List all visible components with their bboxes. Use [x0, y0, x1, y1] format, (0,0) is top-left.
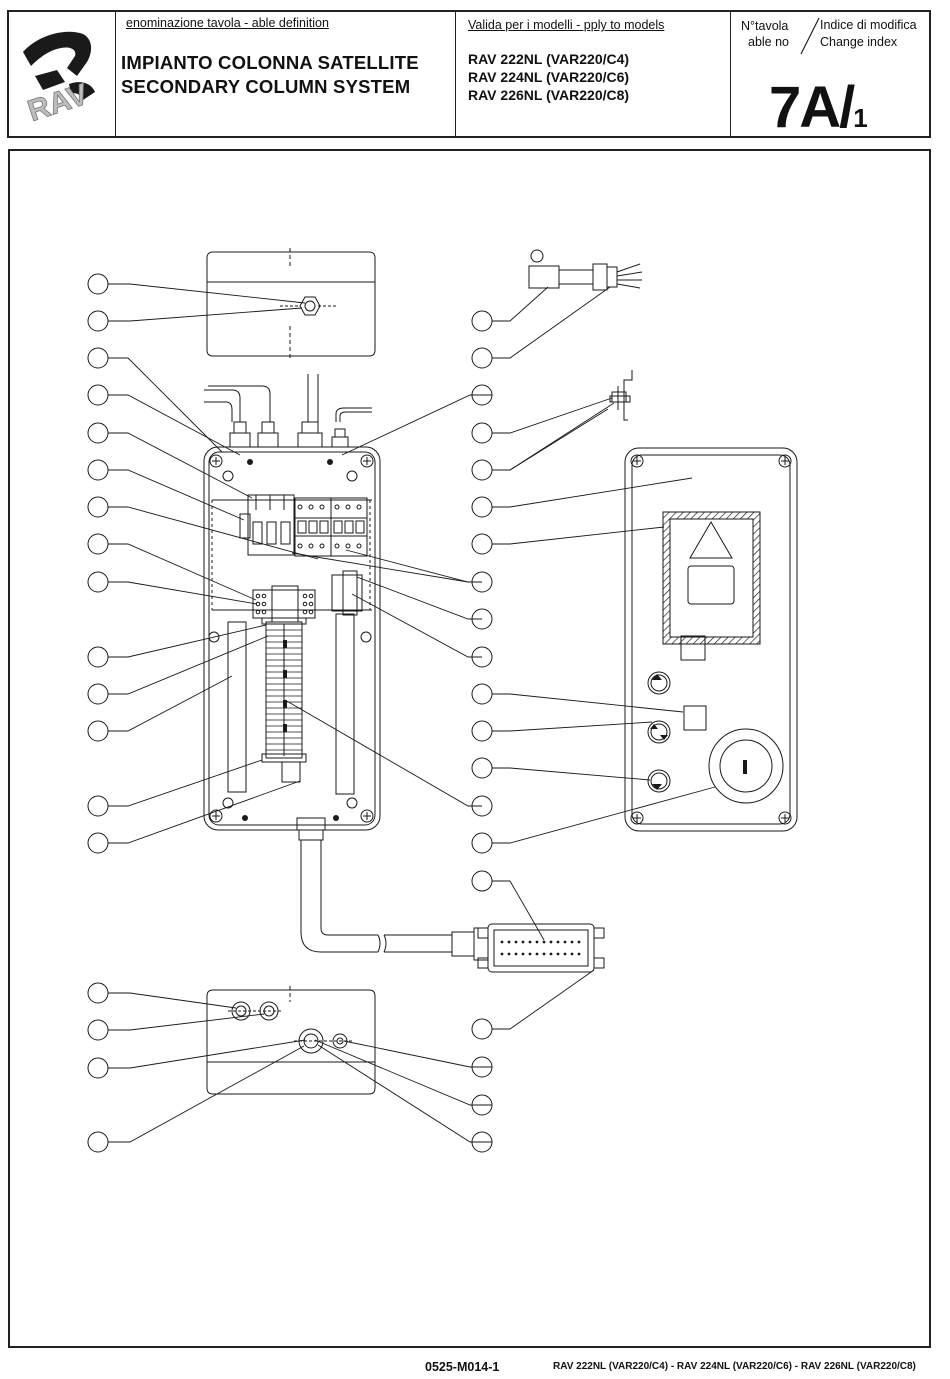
table-no-label-it: N°tavola — [741, 19, 789, 33]
change-index-value: 1 — [853, 103, 868, 133]
cable-glands-top — [204, 374, 372, 448]
multipole-connector — [451, 923, 605, 973]
model-3: RAV 226NL (VAR220/C8) — [468, 87, 630, 103]
drawing-code: 0525-M014-1 — [425, 1360, 500, 1374]
footer-models: RAV 222NL (VAR220/C4) - RAV 224NL (VAR22… — [553, 1361, 916, 1372]
title-english: SECONDARY COLUMN SYSTEM — [121, 76, 411, 97]
rav-logo: RAV — [23, 31, 95, 129]
number-cell: N°tavola able no Indice di modifica Chan… — [731, 12, 931, 140]
table-number: 7A/1 — [769, 74, 868, 141]
title-cell: enominazione tavola - able definition IM… — [116, 12, 456, 136]
model-2: RAV 224NL (VAR220/C6) — [468, 69, 630, 85]
table-number-value: 7A/ — [769, 75, 855, 140]
definition-label: enominazione tavola - able definition — [126, 16, 329, 30]
models-label: Valida per i modelli - pply to models — [468, 18, 665, 32]
title-italian: IMPIANTO COLONNA SATELLITE — [121, 52, 419, 73]
limit-switch — [528, 249, 643, 291]
leader-lines — [108, 283, 716, 1143]
title-block: RAV enominazione tavola - able definitio… — [7, 10, 931, 140]
models-cell: Valida per i modelli - pply to models RA… — [456, 12, 731, 136]
pushbutton-station — [624, 447, 798, 832]
logo-cell: RAV — [9, 12, 116, 136]
mounting-bracket — [609, 370, 633, 421]
drawing-frame — [8, 149, 931, 1348]
divider-slash — [800, 17, 820, 55]
model-1: RAV 222NL (VAR220/C4) — [468, 51, 630, 67]
bottom-cover — [206, 986, 376, 1095]
diagram-fills — [242, 459, 747, 821]
terminal-strip-marks — [266, 629, 302, 751]
table-no-label-en: able no — [748, 35, 790, 49]
callout-balloons-right — [471, 310, 493, 1153]
callout-balloons-left — [87, 273, 109, 1153]
change-index-label-en: Change index — [820, 35, 898, 49]
change-index-label-it: Indice di modifica — [820, 18, 917, 32]
top-cover — [206, 248, 376, 360]
main-enclosure — [203, 446, 381, 831]
connector-pins — [500, 940, 581, 956]
bottom-cable — [296, 817, 452, 953]
